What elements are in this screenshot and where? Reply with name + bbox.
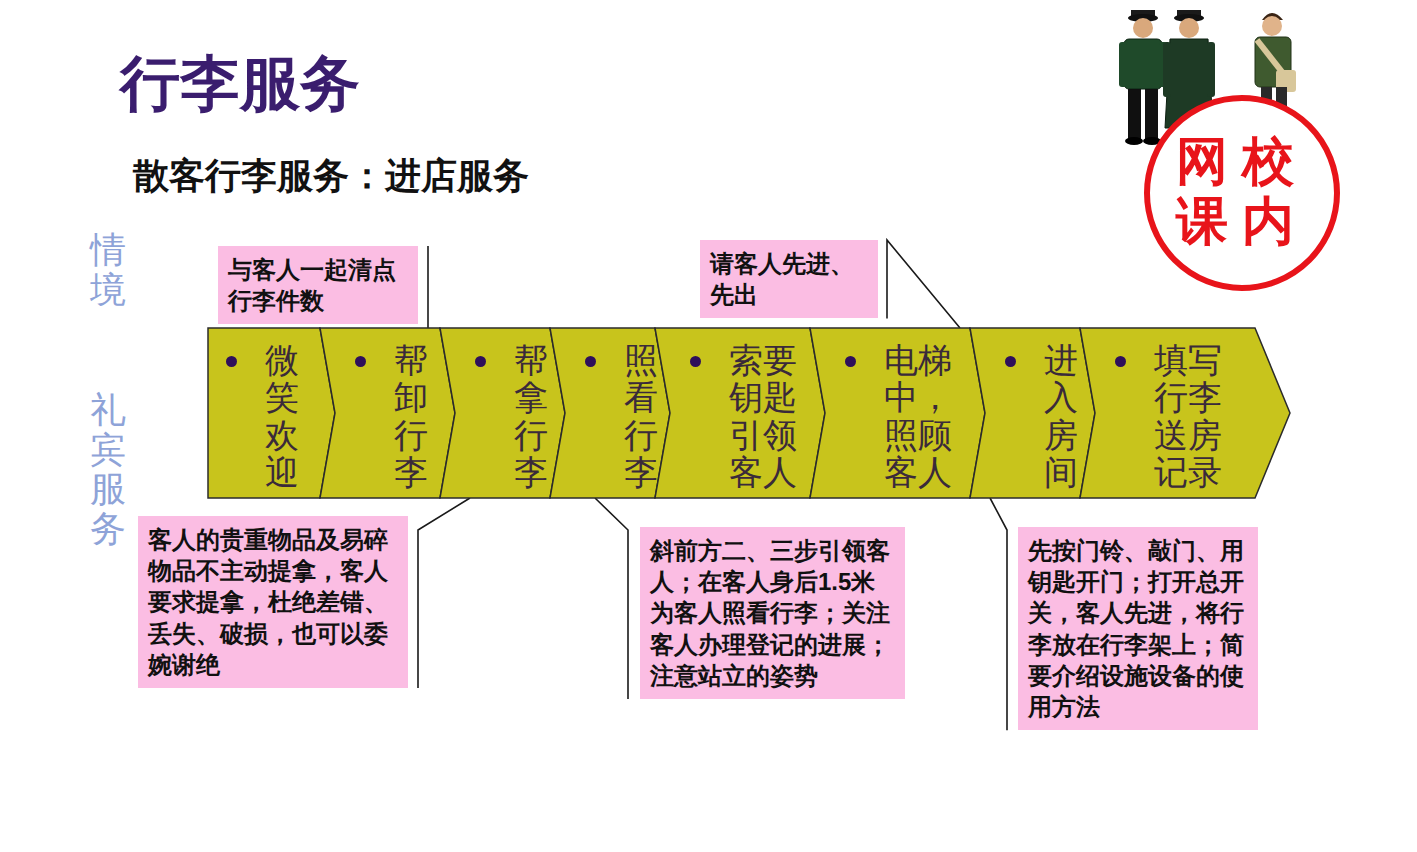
step-text: 微笑欢迎 [265, 342, 301, 492]
slide-title: 行李服务 [120, 44, 360, 125]
step-content: 微笑欢迎 [226, 342, 301, 492]
step-text: 帮拿行李 [514, 342, 550, 492]
leader-line [595, 498, 628, 699]
chevron-fill [970, 328, 1095, 498]
bullet-dot [1005, 356, 1016, 367]
chevron-fill [810, 328, 985, 498]
chevron-step: 帮卸行李 [320, 328, 455, 498]
chevron-step: 帮拿行李 [440, 328, 565, 498]
callout-note: 先按门铃、敲门、用钥匙开门；打开总开关，客人先进，将行李放在行李架上；简要介绍设… [1018, 527, 1258, 730]
bullet-dot [1115, 356, 1126, 367]
bullet-dot [690, 356, 701, 367]
step-content: 帮卸行李 [355, 342, 430, 492]
callout-note: 斜前方二、三步引领客人；在客人身后1.5米为客人照看行李；关注客人办理登记的进展… [640, 527, 905, 699]
bullet-dot [226, 356, 237, 367]
step-content: 电梯中，照顾客人 [845, 342, 955, 492]
side-heading: 情境 [90, 230, 128, 309]
step-text: 照看行李 [624, 342, 660, 492]
chevron-fill [320, 328, 455, 498]
callout-note: 与客人一起清点行李件数 [218, 246, 418, 324]
watermark-stamp: 网校 课内 [1172, 132, 1312, 252]
step-content: 索要钥匙引领客人 [690, 342, 800, 492]
chevron-shape [320, 328, 457, 500]
chevron-fill [440, 328, 565, 498]
chevron-step: 电梯中，照顾客人 [810, 328, 985, 498]
subtitle: 散客行李服务：进店服务 [133, 152, 529, 201]
bullet-dot [585, 356, 596, 367]
step-content: 填写行李送房记录 [1115, 342, 1225, 492]
note-text: 请客人先进、先出 [710, 248, 868, 310]
chevron-fill [550, 328, 670, 498]
side-heading: 礼宾服务 [90, 390, 128, 548]
step-content: 照看行李 [585, 342, 660, 492]
chevron-fill [208, 328, 335, 498]
chevron-step: 进入房间 [970, 328, 1095, 498]
stamp-circle [1147, 98, 1337, 288]
chevron-fill [1080, 328, 1290, 498]
chevron-step: 微笑欢迎 [208, 328, 335, 498]
step-content: 帮拿行李 [475, 342, 550, 492]
bullet-dot [845, 356, 856, 367]
note-text: 客人的贵重物品及易碎物品不主动提拿，客人要求提拿，杜绝差错、丢失、破损，也可以委… [148, 524, 398, 680]
bullet-dot [475, 356, 486, 367]
callout-note: 请客人先进、先出 [700, 240, 878, 318]
step-text: 索要钥匙引领客人 [729, 342, 800, 492]
bullet-dot [355, 356, 366, 367]
step-text: 帮卸行李 [394, 342, 430, 492]
note-text: 先按门铃、敲门、用钥匙开门；打开总开关，客人先进，将行李放在行李架上；简要介绍设… [1028, 535, 1248, 722]
note-text: 斜前方二、三步引领客人；在客人身后1.5米为客人照看行李；关注客人办理登记的进展… [650, 535, 895, 691]
chevron-step: 索要钥匙引领客人 [655, 328, 825, 498]
leader-line [418, 498, 470, 688]
callout-note: 客人的贵重物品及易碎物品不主动提拿，客人要求提拿，杜绝差错、丢失、破损，也可以委… [138, 516, 408, 688]
step-content: 进入房间 [1005, 342, 1080, 492]
leader-line [887, 240, 960, 328]
chevron-step: 照看行李 [550, 328, 670, 498]
leader-line [990, 498, 1007, 730]
step-text: 进入房间 [1044, 342, 1080, 492]
note-text: 与客人一起清点行李件数 [228, 254, 408, 316]
chevron-step: 填写行李送房记录 [1080, 328, 1290, 498]
step-text: 电梯中，照顾客人 [884, 342, 955, 492]
chevron-fill [655, 328, 825, 498]
leader-line [427, 246, 429, 328]
step-text: 填写行李送房记录 [1154, 342, 1225, 492]
